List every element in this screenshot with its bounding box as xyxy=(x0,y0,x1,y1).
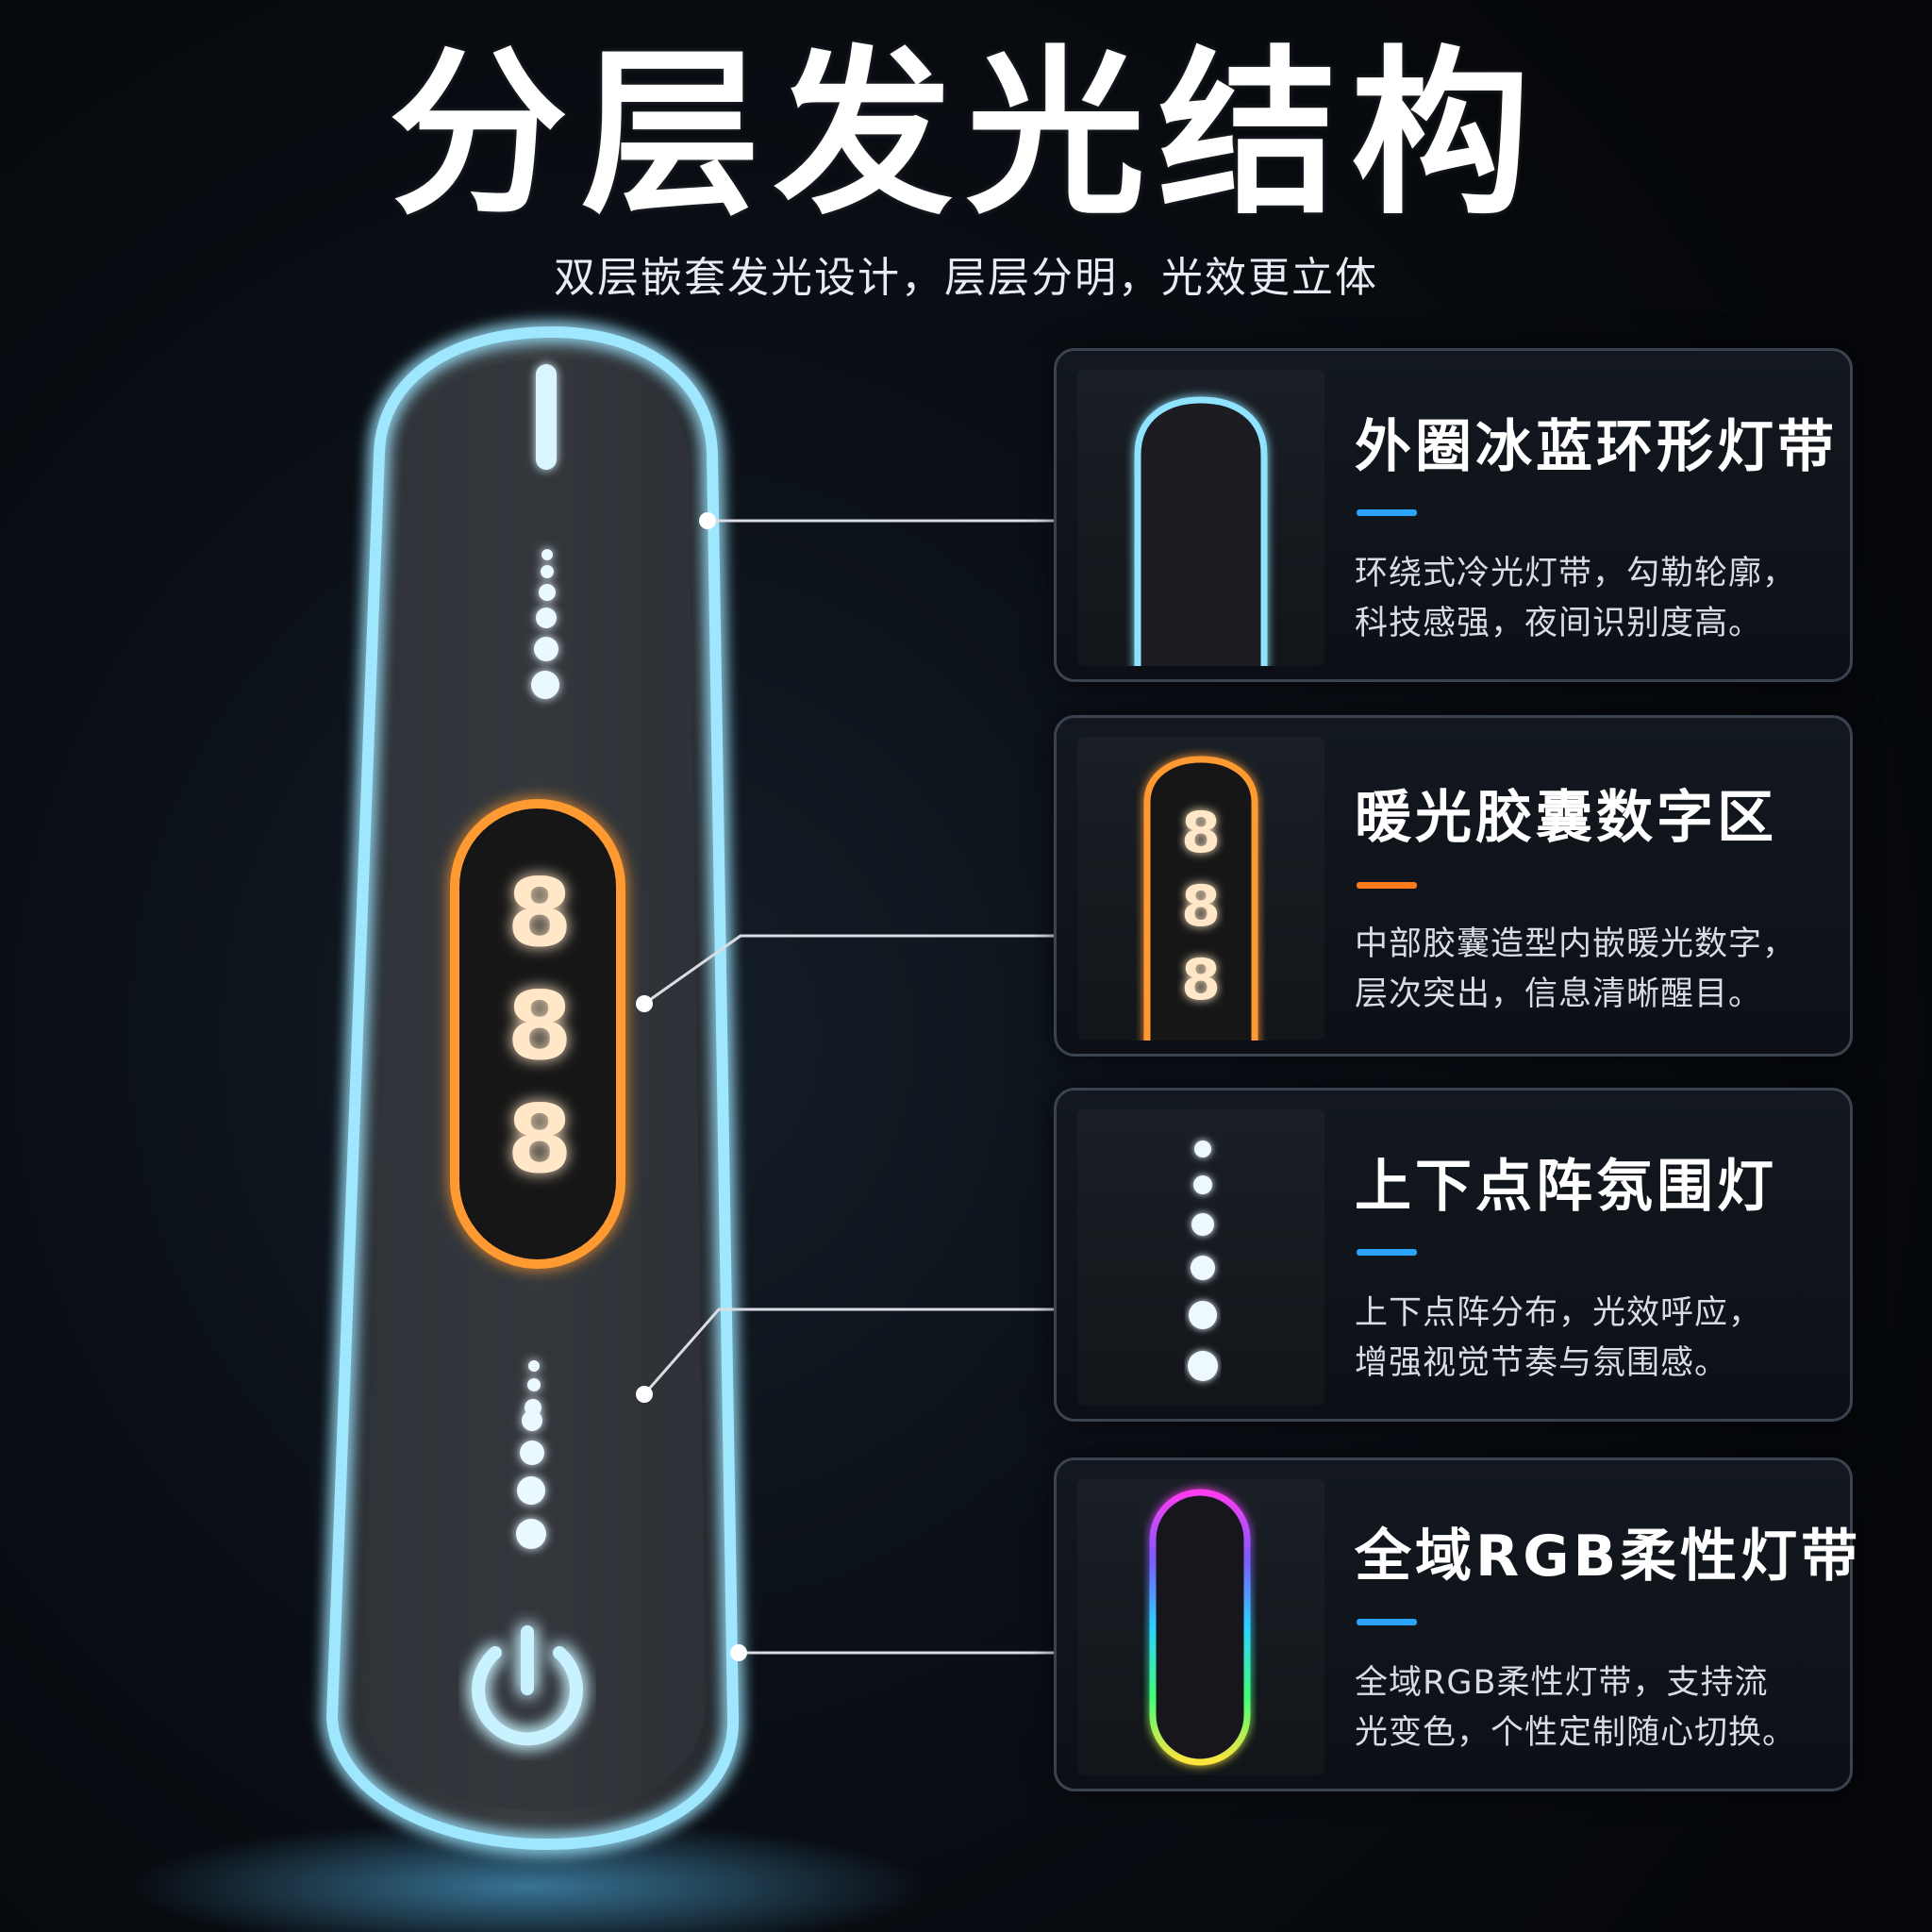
feature-card-rgb-strip: 全域RGB柔性灯带 全域RGB柔性灯带，支持流 光变色，个性定制随心切换。 xyxy=(1054,1457,1857,1791)
svg-text:8: 8 xyxy=(1181,947,1221,1013)
capsule-digit: 8 xyxy=(507,1084,573,1194)
feature-desc: 上下点阵分布，光效呼应， 增强视觉节奏与氛围感。 xyxy=(1355,1294,1763,1382)
feature-title: 外圈冰蓝环形灯带 xyxy=(1355,414,1838,480)
feature-title: 暖光胶囊数字区 xyxy=(1355,785,1777,851)
thumb-dot-matrix xyxy=(1077,1109,1324,1406)
top-bar-indicator xyxy=(536,364,557,470)
svg-text:8: 8 xyxy=(1181,800,1221,866)
power-icon xyxy=(472,1625,583,1746)
feature-title: 全域RGB柔性灯带 xyxy=(1355,1524,1862,1590)
floor-glow xyxy=(132,1821,924,1932)
outer-ice-blue-ring xyxy=(325,325,740,1851)
upper-dot-matrix xyxy=(531,549,559,699)
feature-card-warm-capsule: 8 8 8 暖光胶囊数字区 中部胶囊造型内嵌暖光数字， 层次突出，信息清晰醒目。 xyxy=(1054,715,1853,1057)
page-title: 分层发光结构 xyxy=(388,30,1543,239)
connector-lines xyxy=(642,519,1054,1655)
svg-text:8: 8 xyxy=(1181,874,1221,940)
accent-bar xyxy=(1357,1249,1417,1256)
thumb-ice-blue-ring xyxy=(1077,370,1324,666)
thumb-rgb-strip xyxy=(1077,1479,1324,1775)
feature-title: 上下点阵氛围灯 xyxy=(1355,1154,1777,1220)
accent-bar xyxy=(1357,1619,1417,1625)
feature-desc: 中部胶囊造型内嵌暖光数字， 层次突出，信息清晰醒目。 xyxy=(1355,925,1797,1013)
warm-capsule-area xyxy=(450,799,625,1269)
feature-card-ice-blue-ring: 外圈冰蓝环形灯带 环绕式冷光灯带，勾勒轮廓， 科技感强，夜间识别度高。 xyxy=(1054,348,1853,682)
feature-desc: 环绕式冷光灯带，勾勒轮廓， 科技感强，夜间识别度高。 xyxy=(1355,555,1797,642)
capsule-digit: 8 xyxy=(507,858,573,968)
accent-bar xyxy=(1357,509,1417,516)
lower-dot-matrix xyxy=(516,1360,546,1549)
thumb-warm-capsule: 8 8 8 xyxy=(1077,737,1324,1041)
page-subtitle: 双层嵌套发光设计，层层分明，光效更立体 xyxy=(554,254,1378,302)
capsule-digit: 8 xyxy=(507,971,573,1081)
connector-dots xyxy=(636,512,747,1661)
accent-bar xyxy=(1357,882,1417,889)
feature-card-dot-matrix: 上下点阵氛围灯 上下点阵分布，光效呼应， 增强视觉节奏与氛围感。 xyxy=(1054,1088,1853,1422)
feature-desc: 全域RGB柔性灯带，支持流 光变色，个性定制随心切换。 xyxy=(1355,1664,1797,1752)
